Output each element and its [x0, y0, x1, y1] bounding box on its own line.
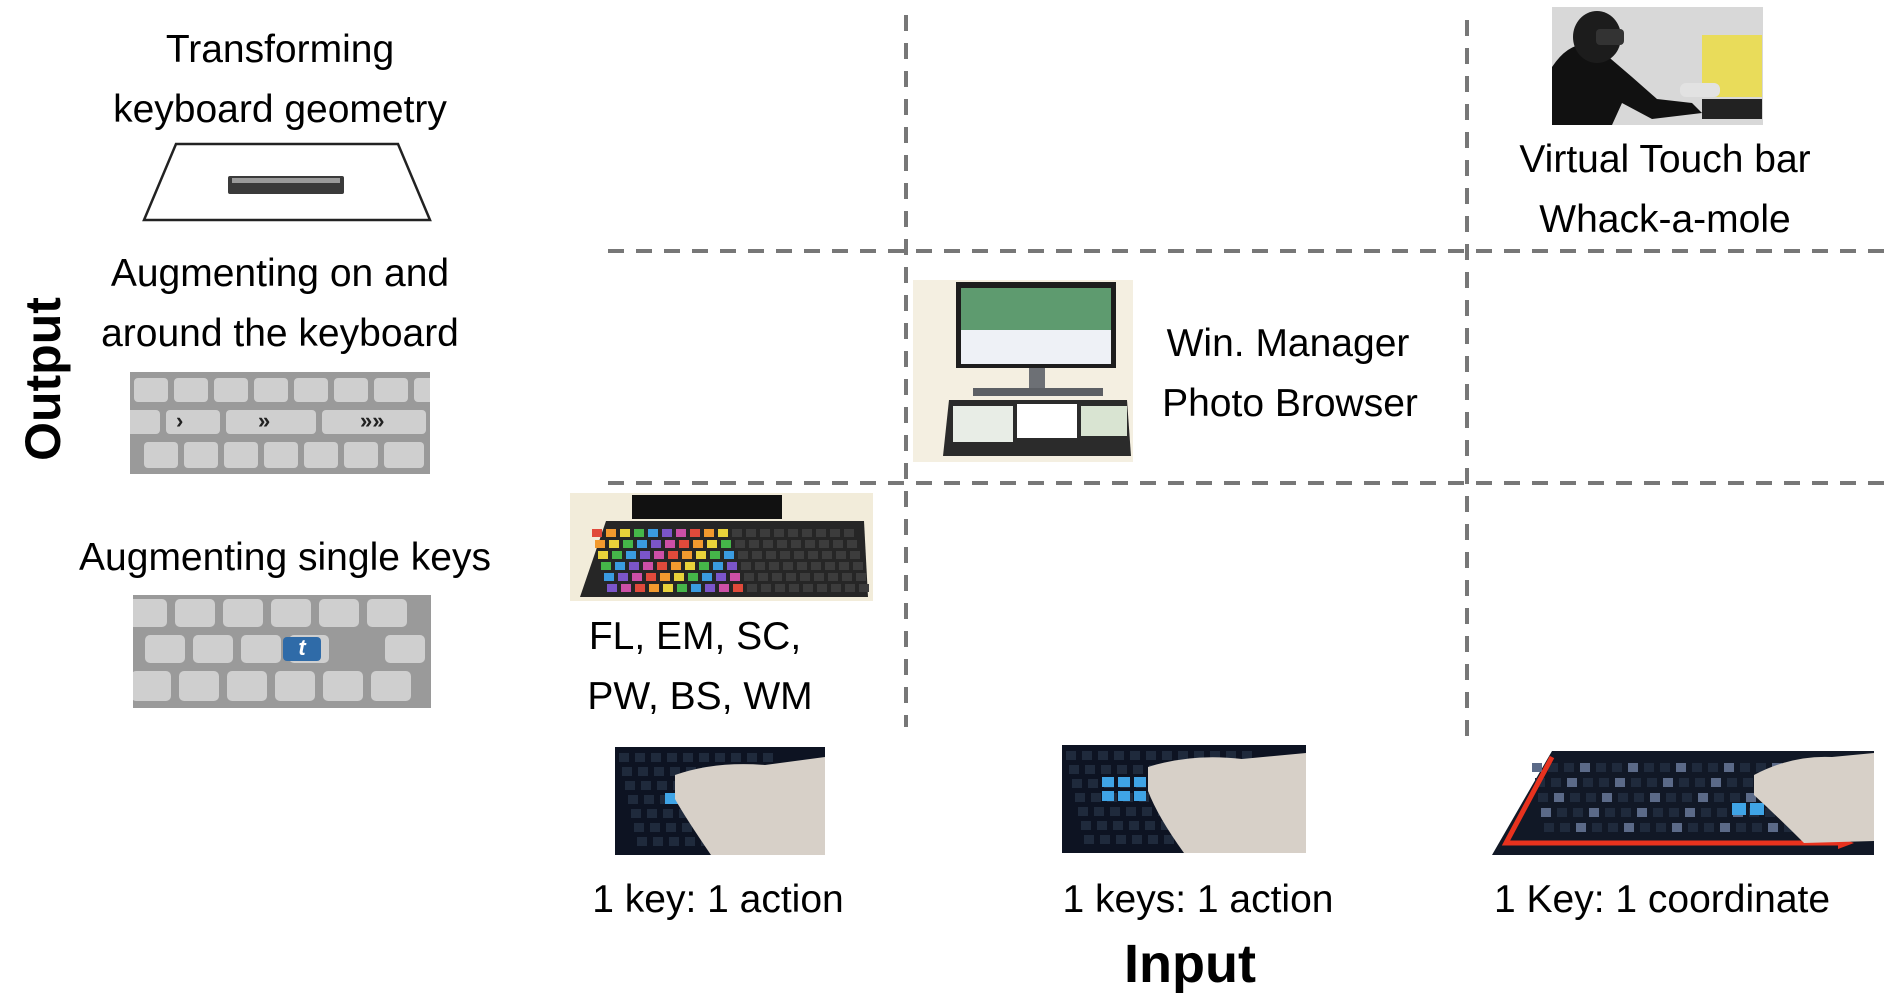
input-one-key-photo: [615, 747, 825, 855]
input-level-one-key: 1 key: 1 action: [592, 878, 844, 921]
chevron-triple-icon: »»: [360, 408, 385, 433]
output-level-transforming-line1: Transforming: [165, 28, 395, 71]
output-level-single-label: Augmenting single keys: [79, 536, 491, 579]
single-key-icon: t: [298, 635, 306, 660]
input-many-keys-photo: [1062, 745, 1306, 853]
output-level-around-line1: Augmenting on and: [110, 252, 450, 295]
vr-user-photo: [1552, 7, 1763, 125]
chevron-double-icon: »: [258, 408, 271, 433]
application-transform-line2: Whack-a-mole: [1539, 198, 1791, 241]
application-transform-line1: Virtual Touch bar: [1519, 138, 1811, 181]
output-level-around-line2: around the keyboard: [101, 312, 459, 355]
input-level-many-keys: 1 keys: 1 action: [1062, 878, 1334, 921]
chevron-small-icon: ›: [176, 408, 184, 433]
single-key-illustration: t: [133, 595, 431, 708]
application-around-line1: Win. Manager: [1166, 322, 1410, 365]
y-axis-title: Output: [15, 297, 71, 461]
keyboard-geometry-illustration: [140, 140, 440, 226]
x-axis-title: Input: [1124, 934, 1256, 994]
application-single-line1: FL, EM, SC,: [588, 615, 802, 658]
window-manager-photo: [913, 280, 1133, 462]
output-level-transforming-line2: keyboard geometry: [113, 88, 447, 131]
colored-keyboard-photo: [570, 493, 873, 601]
application-single-line2: PW, BS, WM: [587, 675, 813, 718]
input-level-coordinate: 1 Key: 1 coordinate: [1494, 878, 1831, 921]
application-around-line2: Photo Browser: [1162, 382, 1418, 425]
input-coordinate-photo: [1492, 745, 1874, 857]
around-keyboard-illustration: › » »»: [130, 372, 430, 474]
